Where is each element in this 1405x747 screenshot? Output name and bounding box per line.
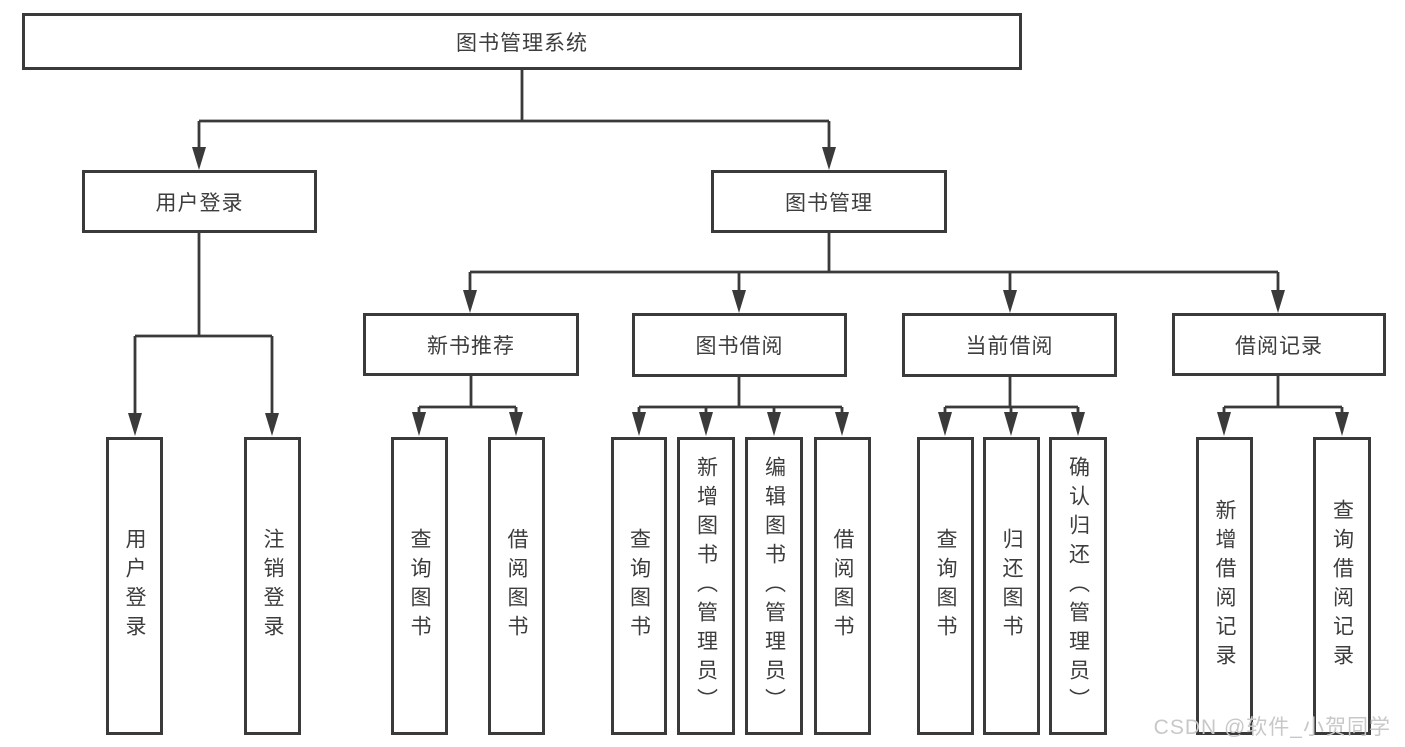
leaf-user-login-label: 用户登录 — [123, 528, 146, 644]
leaf-return-books-label: 归还图书 — [1000, 528, 1023, 644]
node-root: 图书管理系统 — [22, 13, 1022, 70]
leaf-recommend-query-books-label: 查询图书 — [408, 528, 431, 644]
node-book-management: 图书管理 — [711, 170, 947, 233]
arrowhead — [1004, 412, 1018, 436]
arrowhead — [1217, 412, 1231, 436]
watermark: CSDN @软件_小贺同学 — [1153, 716, 1391, 739]
arrowhead — [732, 290, 746, 313]
node-borrowing-records-label: 借阅记录 — [1235, 334, 1323, 358]
leaf-borrow-query-books-label: 查询图书 — [627, 528, 651, 644]
leaf-user-login: 用户登录 — [106, 437, 163, 735]
node-new-book-recommend: 新书推荐 — [363, 313, 579, 376]
node-current-borrowing: 当前借阅 — [902, 313, 1117, 377]
arrowhead — [822, 147, 836, 170]
leaf-recommend-borrow-books: 借阅图书 — [488, 437, 545, 735]
node-current-borrowing-label: 当前借阅 — [965, 335, 1054, 358]
leaf-logout-label: 注销登录 — [261, 528, 284, 644]
leaf-return-books: 归还图书 — [983, 437, 1040, 735]
leaf-query-borrow-record: 查询借阅记录 — [1313, 437, 1371, 735]
leaf-recommend-query-books: 查询图书 — [391, 437, 448, 735]
arrowhead — [1003, 290, 1017, 313]
leaf-edit-books-admin-label: 编辑图书（管理员） — [762, 455, 786, 717]
node-borrowing-records: 借阅记录 — [1172, 313, 1386, 376]
node-new-book-recommend-label: 新书推荐 — [427, 334, 515, 358]
node-user-login-label: 用户登录 — [155, 191, 244, 215]
arrowhead — [699, 412, 713, 436]
node-book-management-label: 图书管理 — [785, 191, 873, 215]
node-root-label: 图书管理系统 — [456, 31, 588, 55]
leaf-current-query-books: 查询图书 — [917, 437, 974, 735]
arrowhead — [835, 412, 849, 436]
leaf-edit-books-admin: 编辑图书（管理员） — [745, 437, 803, 735]
arrowhead — [265, 413, 279, 436]
leaf-confirm-return-admin-label: 确认归还（管理员） — [1066, 455, 1090, 717]
arrowhead — [412, 412, 426, 436]
arrowhead — [938, 412, 952, 436]
arrowhead — [128, 413, 142, 436]
arrowhead — [1071, 412, 1085, 436]
leaf-add-borrow-record-label: 新增借阅记录 — [1213, 499, 1236, 673]
leaf-add-books-admin: 新增图书（管理员） — [677, 437, 735, 735]
leaf-logout: 注销登录 — [244, 437, 301, 735]
node-book-borrowing: 图书借阅 — [632, 313, 847, 377]
arrowhead — [1335, 412, 1349, 436]
leaf-query-borrow-record-label: 查询借阅记录 — [1330, 499, 1354, 673]
leaf-recommend-borrow-books-label: 借阅图书 — [505, 528, 528, 644]
node-user-login: 用户登录 — [82, 170, 317, 233]
leaf-confirm-return-admin: 确认归还（管理员） — [1049, 437, 1107, 735]
node-book-borrowing-label: 图书借阅 — [695, 335, 784, 358]
leaf-add-borrow-record: 新增借阅记录 — [1196, 437, 1253, 735]
arrowhead — [192, 147, 206, 170]
leaf-current-query-books-label: 查询图书 — [934, 528, 957, 644]
arrowhead — [767, 412, 781, 436]
arrowhead — [632, 412, 646, 436]
leaf-borrow-books: 借阅图书 — [814, 437, 871, 735]
arrowhead — [1271, 290, 1285, 313]
arrowhead — [463, 290, 477, 313]
leaf-borrow-books-label: 借阅图书 — [831, 528, 854, 644]
arrowhead — [509, 412, 523, 436]
leaf-add-books-admin-label: 新增图书（管理员） — [694, 455, 718, 717]
leaf-borrow-query-books: 查询图书 — [611, 437, 667, 735]
